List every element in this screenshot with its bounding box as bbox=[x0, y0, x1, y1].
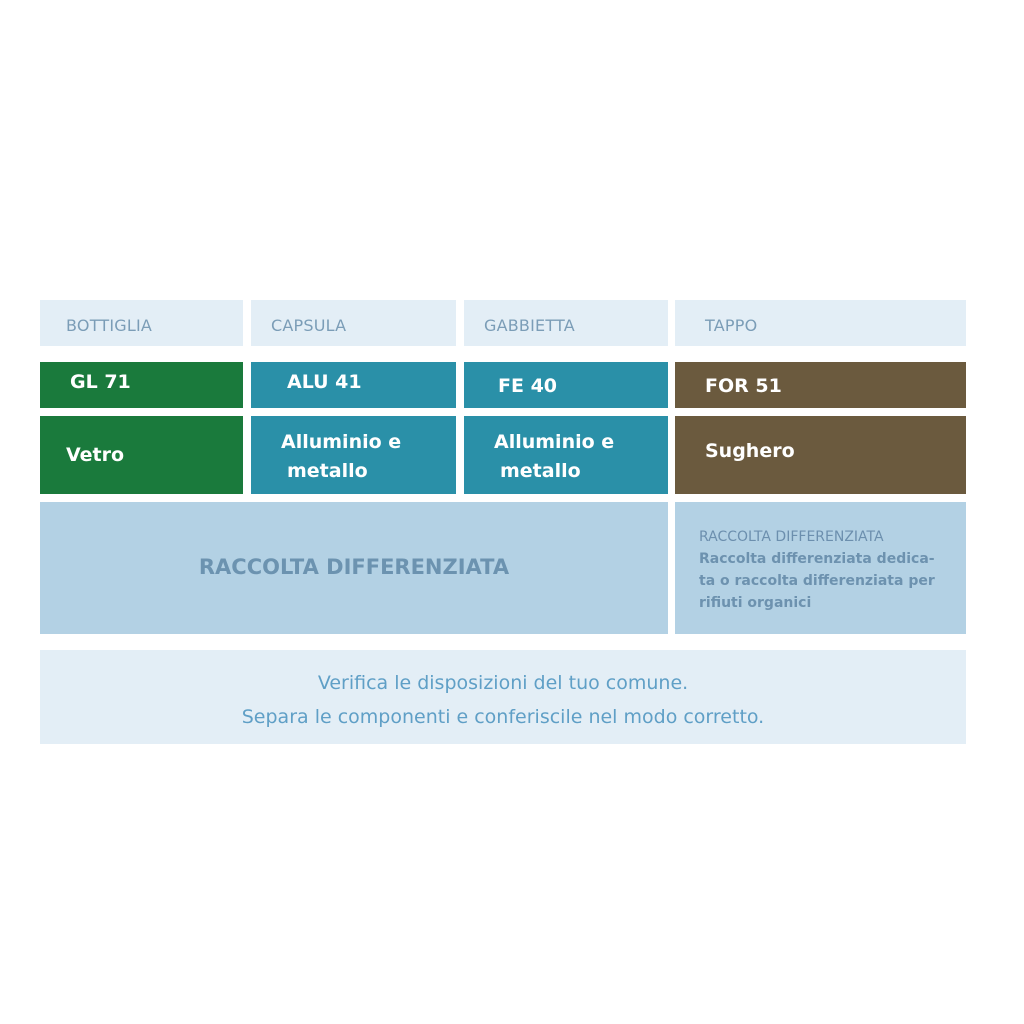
header-bottiglia: BOTTIGLIA bbox=[40, 300, 243, 346]
material-gabbietta-line2: metallo bbox=[500, 460, 581, 482]
material-gabbietta: Alluminio e metallo bbox=[464, 416, 668, 494]
material-capsula: Alluminio e metallo bbox=[251, 416, 456, 494]
note-box: Verifica le disposizioni del tuo comune.… bbox=[40, 650, 966, 744]
disposal-cork-line3: rifiuti organici bbox=[699, 595, 812, 611]
code-tappo: FOR 51 bbox=[675, 362, 966, 408]
disposal-main: RACCOLTA DIFFERENZIATA bbox=[40, 502, 668, 634]
code-capsula: ALU 41 bbox=[251, 362, 456, 408]
material-bottiglia: Vetro bbox=[40, 416, 243, 494]
note-line1: Verifica le disposizioni del tuo comune. bbox=[317, 672, 689, 694]
header-tappo: TAPPO bbox=[675, 300, 966, 346]
material-capsula-line2: metallo bbox=[287, 460, 368, 482]
header-gabbietta: GABBIETTA bbox=[464, 300, 668, 346]
code-gabbietta: FE 40 bbox=[464, 362, 668, 408]
code-bottiglia: GL 71 bbox=[40, 362, 243, 408]
disposal-cork-title: RACCOLTA DIFFERENZIATA bbox=[699, 529, 884, 545]
disposal-cork: RACCOLTA DIFFERENZIATA Raccolta differen… bbox=[675, 502, 966, 634]
material-gabbietta-line1: Alluminio e bbox=[494, 431, 615, 453]
header-capsula: CAPSULA bbox=[251, 300, 456, 346]
note-line2: Separa le componenti e conferiscile nel … bbox=[241, 706, 765, 728]
material-capsula-line1: Alluminio e bbox=[281, 431, 402, 453]
material-tappo: Sughero bbox=[675, 416, 966, 494]
disposal-cork-line1: Raccolta differenziata dedica- bbox=[699, 551, 935, 567]
disposal-cork-line2: ta o raccolta differenziata per bbox=[699, 573, 935, 589]
